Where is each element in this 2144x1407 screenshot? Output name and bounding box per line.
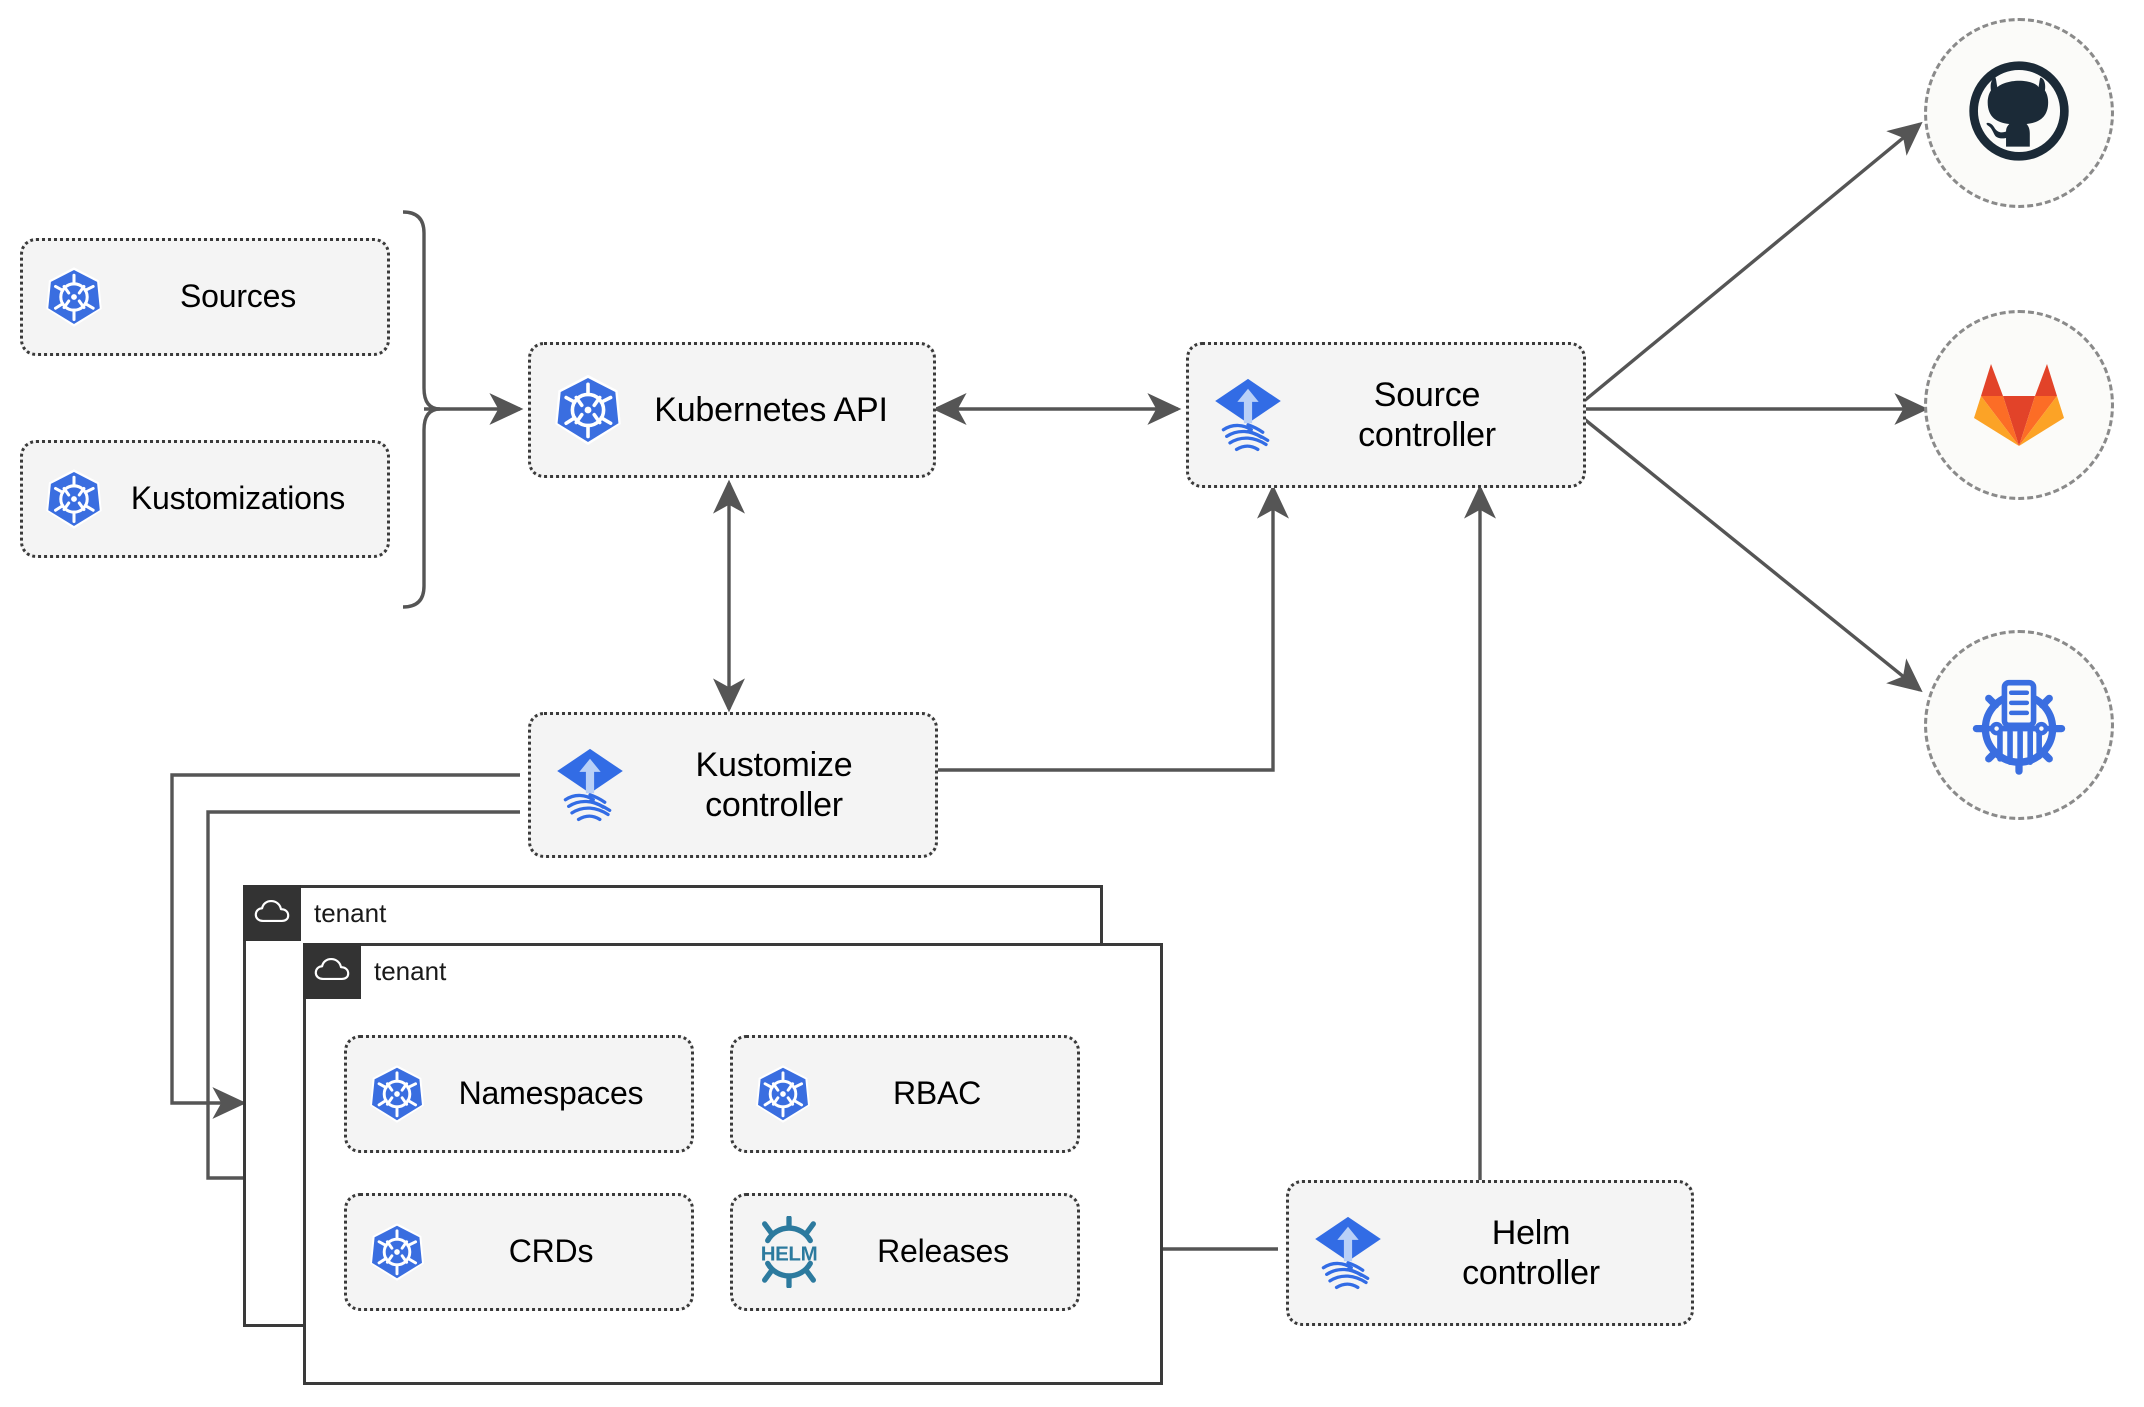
github-icon	[1965, 57, 2073, 170]
edge-kustomize-source	[938, 484, 1289, 772]
provider-gitlab[interactable]	[1924, 310, 2114, 500]
tenant-resource-label: RBAC	[892, 1075, 982, 1112]
gitlab-icon	[1969, 356, 2069, 455]
cloud-icon	[314, 956, 350, 987]
flux-icon	[1307, 1212, 1389, 1294]
tenant-label: tenant	[314, 898, 387, 928]
kubernetes-icon	[751, 1062, 815, 1126]
flux-icon	[549, 744, 631, 826]
tenant-box-inner[interactable]: tenant Namespace	[303, 943, 1163, 1385]
resource-box-sources[interactable]: Sources	[20, 238, 390, 356]
provider-github[interactable]	[1924, 18, 2114, 208]
helm-repository-icon	[1963, 667, 2075, 784]
tenant-resource-releases[interactable]: HELM Releases	[730, 1193, 1080, 1311]
edge-source-github	[1576, 121, 1923, 408]
tenant-resource-label: Namespaces	[458, 1075, 644, 1112]
node-label: Helm controller	[1462, 1213, 1600, 1292]
svg-text:HELM: HELM	[761, 1242, 818, 1265]
tenant-resource-namespaces[interactable]: Namespaces	[344, 1035, 694, 1153]
tenant-resource-label: Releases	[877, 1233, 1009, 1270]
provider-helm-repository[interactable]	[1924, 630, 2114, 820]
helm-icon: HELM	[751, 1216, 827, 1288]
node-source-controller[interactable]: Source controller	[1186, 342, 1586, 488]
tenant-resource-label: CRDs	[508, 1233, 594, 1270]
node-label: Kustomize controller	[695, 745, 853, 824]
node-kustomize-controller[interactable]: Kustomize controller	[528, 712, 938, 858]
tenant-header-inner	[303, 943, 361, 999]
kubernetes-icon	[41, 264, 107, 330]
kubernetes-icon	[365, 1220, 429, 1284]
tenant-resource-crds[interactable]: CRDs	[344, 1193, 694, 1311]
node-kubernetes-api[interactable]: Kubernetes API	[528, 342, 936, 478]
kubernetes-icon	[41, 466, 107, 532]
flux-icon	[1207, 374, 1289, 456]
tenant-header-outer	[243, 885, 301, 941]
tenant-label: tenant	[374, 956, 447, 986]
resource-box-kustomizations[interactable]: Kustomizations	[20, 440, 390, 558]
resource-label: Sources	[180, 278, 296, 315]
cloud-icon	[254, 898, 290, 929]
kubernetes-icon	[549, 371, 627, 449]
tenant-resource-rbac[interactable]: RBAC	[730, 1035, 1080, 1153]
resource-label: Kustomizations	[130, 480, 346, 517]
edge-source-bucket	[1576, 412, 1923, 693]
node-label: Source controller	[1358, 375, 1496, 454]
edge-resources-bracket	[402, 210, 441, 609]
node-helm-controller[interactable]: Helm controller	[1286, 1180, 1694, 1326]
node-label: Kubernetes API	[654, 390, 888, 429]
kubernetes-icon	[365, 1062, 429, 1126]
